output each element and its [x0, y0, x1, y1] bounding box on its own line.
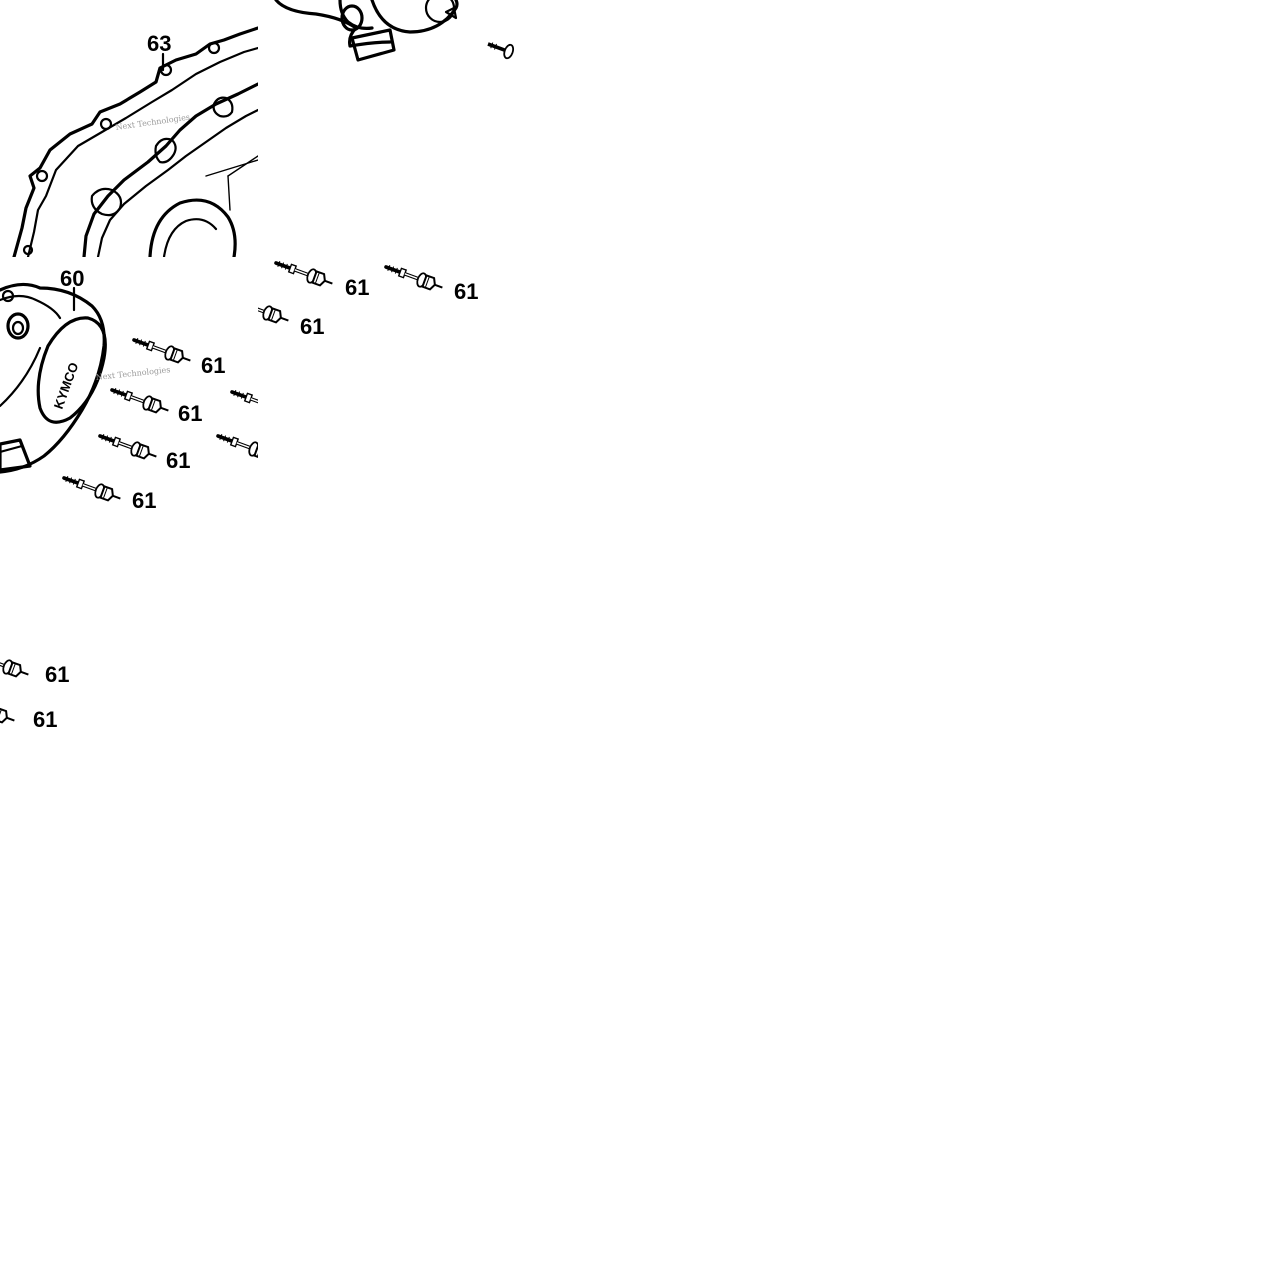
- bolt: [271, 257, 337, 292]
- bolt: [129, 331, 195, 369]
- bolt: [381, 258, 447, 296]
- bolt: [213, 427, 258, 465]
- gasket-panel: 63 Next Technologies: [12, 26, 258, 257]
- bolt: [0, 645, 33, 683]
- bolt-fragments-panel: 61 61: [0, 645, 69, 732]
- callout-bolt: 61: [166, 448, 190, 473]
- gasket-outline: [12, 26, 258, 257]
- cover-panel: KYMCO 60 Next Technologies 61 61 61 61: [0, 266, 258, 513]
- cover-fragment-panel: [274, 0, 515, 62]
- callout-bolt: 61: [33, 707, 57, 732]
- callout-cover: 60: [60, 266, 84, 291]
- callout-bolt: 61: [345, 275, 369, 300]
- bolt: [107, 381, 173, 419]
- bolt: [59, 469, 125, 507]
- bolt: [258, 291, 293, 329]
- watermark-2: Next Technologies: [95, 365, 170, 382]
- crankcase-cover: [0, 282, 106, 474]
- callout-bolt: 61: [454, 279, 478, 304]
- callout-bolt: 61: [178, 401, 202, 426]
- callout-bolt: 61: [45, 662, 69, 687]
- callout-bolt: 61: [300, 314, 324, 339]
- callout-bolt: 61: [132, 488, 156, 513]
- bolt: [227, 383, 258, 421]
- bolts-panel: 61 61 61: [258, 257, 478, 339]
- callout-bolt: 61: [201, 353, 225, 378]
- callout-gasket: 63: [147, 31, 171, 56]
- cover-logo: KYMCO: [51, 360, 82, 411]
- bolt: [0, 691, 19, 729]
- bolt: [95, 427, 161, 465]
